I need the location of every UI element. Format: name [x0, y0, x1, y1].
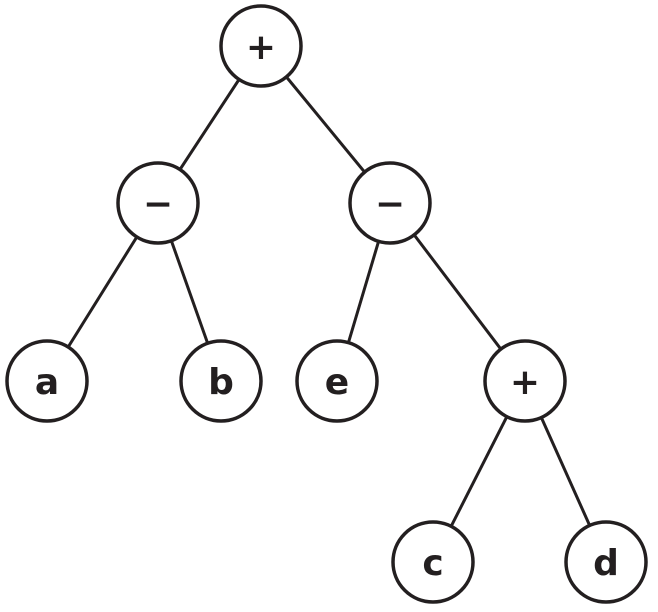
node-label-minus-right: − — [375, 184, 405, 225]
tree-node-minus-right: − — [348, 161, 432, 245]
tree-node-minus-left: − — [116, 161, 200, 245]
node-circle-plus-lower — [483, 339, 567, 423]
node-label-leaf-a: a — [35, 362, 59, 403]
node-circle-leaf-b — [179, 339, 263, 423]
node-circle-leaf-d — [564, 520, 648, 604]
node-label-plus-root: + — [246, 27, 276, 68]
tree-node-leaf-e: e — [295, 339, 379, 423]
node-circle-plus-root — [219, 4, 303, 88]
node-label-leaf-b: b — [208, 362, 234, 403]
node-circle-minus-left — [116, 161, 200, 245]
node-circle-minus-right — [348, 161, 432, 245]
tree-node-leaf-a: a — [5, 339, 89, 423]
node-label-leaf-d: d — [593, 543, 619, 584]
tree-node-leaf-d: d — [564, 520, 648, 604]
tree-node-leaf-b: b — [179, 339, 263, 423]
node-label-plus-lower: + — [510, 362, 540, 403]
tree-node-plus-lower: + — [483, 339, 567, 423]
node-circle-leaf-c — [391, 520, 475, 604]
tree-node-plus-root: + — [219, 4, 303, 88]
node-label-leaf-e: e — [325, 362, 349, 403]
node-label-leaf-c: c — [422, 543, 443, 584]
node-circle-leaf-a — [5, 339, 89, 423]
node-circle-leaf-e — [295, 339, 379, 423]
node-label-minus-left: − — [143, 184, 173, 225]
tree-node-leaf-c: c — [391, 520, 475, 604]
